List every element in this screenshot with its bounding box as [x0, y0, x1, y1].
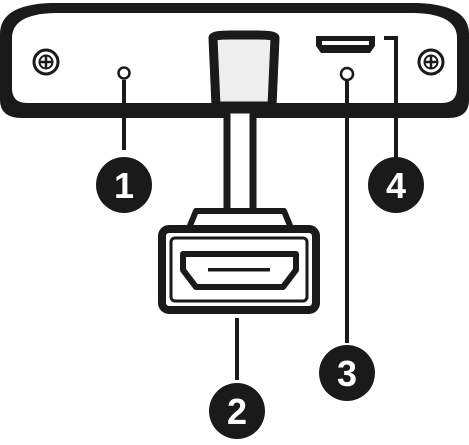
callout-3-number: 3 [337, 353, 357, 394]
micro-hdmi-port [316, 36, 375, 53]
callout-4-number: 4 [386, 165, 406, 206]
left-screw-icon [32, 48, 60, 76]
callout-2-number: 2 [227, 391, 247, 432]
leader-line-4 [384, 36, 398, 162]
cable-wire [223, 106, 257, 220]
led-indicator [339, 66, 355, 82]
callout-2: 2 [209, 383, 265, 439]
callout-1: 1 [96, 157, 152, 213]
pinhole-1 [117, 66, 131, 80]
callout-3: 3 [319, 345, 375, 401]
cable-strain-relief [208, 30, 280, 111]
right-screw-icon [417, 48, 445, 76]
callout-4: 4 [368, 157, 424, 213]
callout-1-number: 1 [114, 165, 134, 206]
